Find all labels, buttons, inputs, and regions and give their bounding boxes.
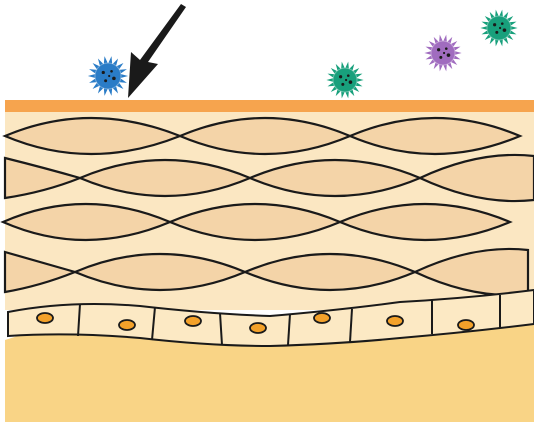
nucleus xyxy=(37,313,53,323)
microbe-spot xyxy=(445,47,448,50)
microbe-spot xyxy=(349,80,353,84)
microbe-spot xyxy=(443,52,445,54)
microbe-spot xyxy=(503,28,507,32)
microbe-spot xyxy=(493,23,496,26)
nucleus xyxy=(387,316,403,326)
microbe-spot xyxy=(345,79,347,81)
microbe-spot xyxy=(110,70,113,73)
nucleus xyxy=(314,313,330,323)
microbe-icon xyxy=(480,10,517,47)
nucleus xyxy=(458,320,474,330)
nucleus xyxy=(185,316,201,326)
microbe-spot xyxy=(102,71,105,74)
puncture-arrow-icon xyxy=(128,4,186,98)
microbe-spot xyxy=(347,74,350,77)
surface-layer xyxy=(5,100,534,112)
microbe-spot xyxy=(104,79,107,82)
microbe-spot xyxy=(501,22,504,25)
microbe-spot xyxy=(495,31,498,34)
microbe-spot xyxy=(447,53,451,57)
microbe-body xyxy=(95,63,121,89)
squamous-cells xyxy=(3,118,534,295)
microbe-spot xyxy=(341,83,344,86)
microbe-spot xyxy=(439,56,442,59)
microbe-spot xyxy=(339,75,342,78)
microbe-spot xyxy=(499,27,501,29)
nucleus xyxy=(250,323,266,333)
microbe-icon xyxy=(88,56,128,96)
microbe-icon xyxy=(424,35,461,72)
microbe-icon xyxy=(326,62,363,99)
microbe-spot xyxy=(112,77,116,81)
nucleus xyxy=(119,320,135,330)
microbe-spot xyxy=(108,75,110,77)
microbe-spot xyxy=(437,48,440,51)
